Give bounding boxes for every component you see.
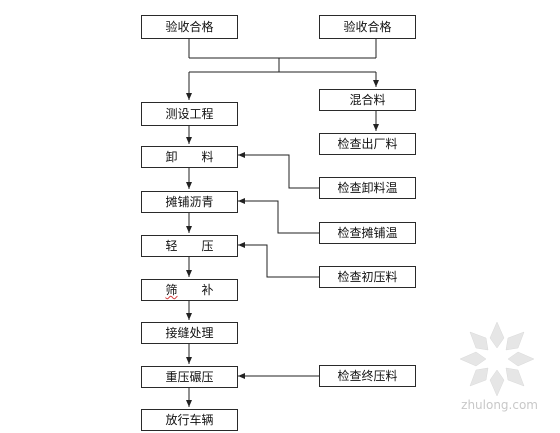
box-check-paving-temp: 检查摊铺温: [319, 222, 416, 244]
box-heavy-compaction: 重压碾压: [141, 366, 238, 388]
spellcheck-underline: 筛: [165, 283, 178, 297]
box-survey-engineering: 测设工程: [141, 102, 238, 126]
watermark-text: zhulong.com: [461, 398, 538, 412]
box-screen-repair: 筛 补: [141, 279, 238, 301]
box-discharge: 卸 料: [141, 146, 238, 168]
box-acceptance-right: 验收合格: [319, 15, 416, 39]
feedback-initial-compaction: [238, 242, 320, 278]
watermark-logo: [459, 321, 535, 397]
box-acceptance-left: 验收合格: [141, 15, 238, 39]
box-check-discharge-temp: 检查卸料温: [319, 177, 416, 199]
box-light-compaction: 轻 压: [141, 235, 238, 257]
feedback-paving-temp: [238, 198, 320, 234]
feedback-discharge-temp: [238, 152, 320, 189]
box-check-plant-material: 检查出厂料: [319, 133, 416, 155]
box-paving-asphalt: 摊铺沥青: [141, 191, 238, 213]
box-check-final-compaction: 检查终压料: [319, 365, 416, 387]
box-check-initial-compaction: 检查初压料: [319, 266, 416, 288]
box-joint-treatment: 接缝处理: [141, 322, 238, 344]
box-mixture: 混合料: [319, 89, 416, 111]
box-release-traffic: 放行车辆: [141, 409, 238, 431]
